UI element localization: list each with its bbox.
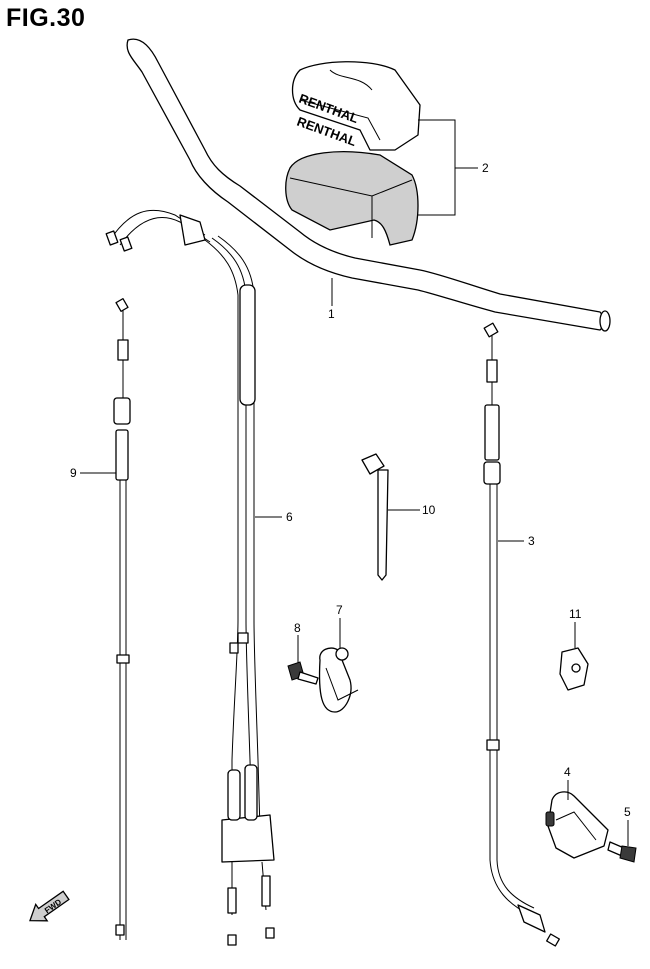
starter-cable[interactable]: 9 <box>70 298 131 940</box>
callout-7: 7 <box>336 603 343 617</box>
callout-6: 6 <box>286 510 293 524</box>
callout-2: 2 <box>482 161 489 175</box>
callout-8: 8 <box>294 621 301 635</box>
callout-9: 9 <box>70 466 77 480</box>
cable-clamp[interactable]: 7 <box>318 603 359 713</box>
callout-10: 10 <box>422 503 436 517</box>
callout-3: 3 <box>528 534 535 548</box>
leader-2 <box>418 119 478 216</box>
callout-4: 4 <box>564 765 571 779</box>
callout-5: 5 <box>624 805 631 819</box>
callout-11: 11 <box>569 607 582 621</box>
cable-guide[interactable]: 11 <box>559 607 589 691</box>
bolt-8[interactable]: 8 <box>287 621 319 685</box>
cable-bracket[interactable]: 4 <box>545 765 609 859</box>
fwd-arrow-icon: FWD <box>29 890 70 922</box>
clutch-cable[interactable]: 3 <box>483 322 560 947</box>
callout-1: 1 <box>328 307 335 321</box>
bolt-5[interactable]: 5 <box>607 805 637 863</box>
handlebar[interactable] <box>126 38 611 332</box>
throttle-cable-assembly[interactable]: 6 <box>105 209 293 946</box>
handlebar-pad[interactable]: RENTHAL RENTHAL <box>285 61 421 246</box>
cable-tie[interactable]: 10 <box>361 453 436 581</box>
figure-title: FIG.30 <box>6 4 86 32</box>
